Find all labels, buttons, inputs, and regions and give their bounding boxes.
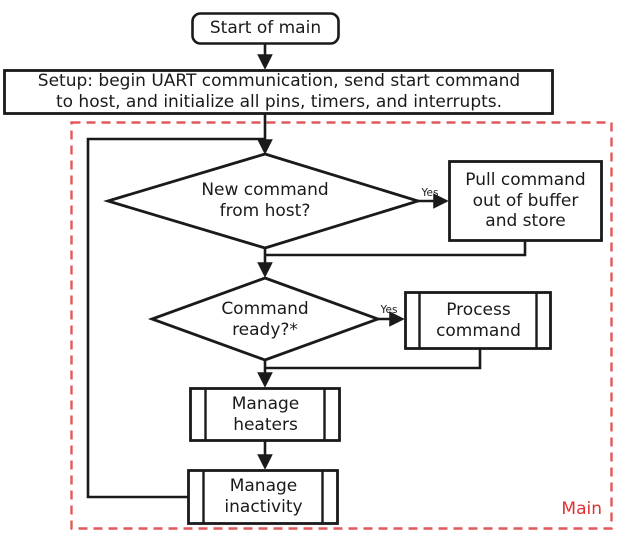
node-decision-new-command[interactable]: [103, 152, 423, 250]
node-start-of-main[interactable]: [191, 12, 340, 45]
main-loop-boundary: [70, 121, 613, 530]
node-decision-command-ready[interactable]: [147, 276, 383, 362]
node-pull-command[interactable]: [448, 160, 603, 242]
edge-process-command-merge: [266, 348, 482, 370]
edge-feedback-loop: [86, 137, 265, 499]
node-setup[interactable]: [3, 69, 554, 115]
node-process-command[interactable]: [404, 291, 552, 350]
node-manage-heaters[interactable]: [189, 387, 341, 442]
edge-pull-command-merge: [266, 240, 527, 257]
node-manage-inactivity[interactable]: [187, 469, 339, 525]
